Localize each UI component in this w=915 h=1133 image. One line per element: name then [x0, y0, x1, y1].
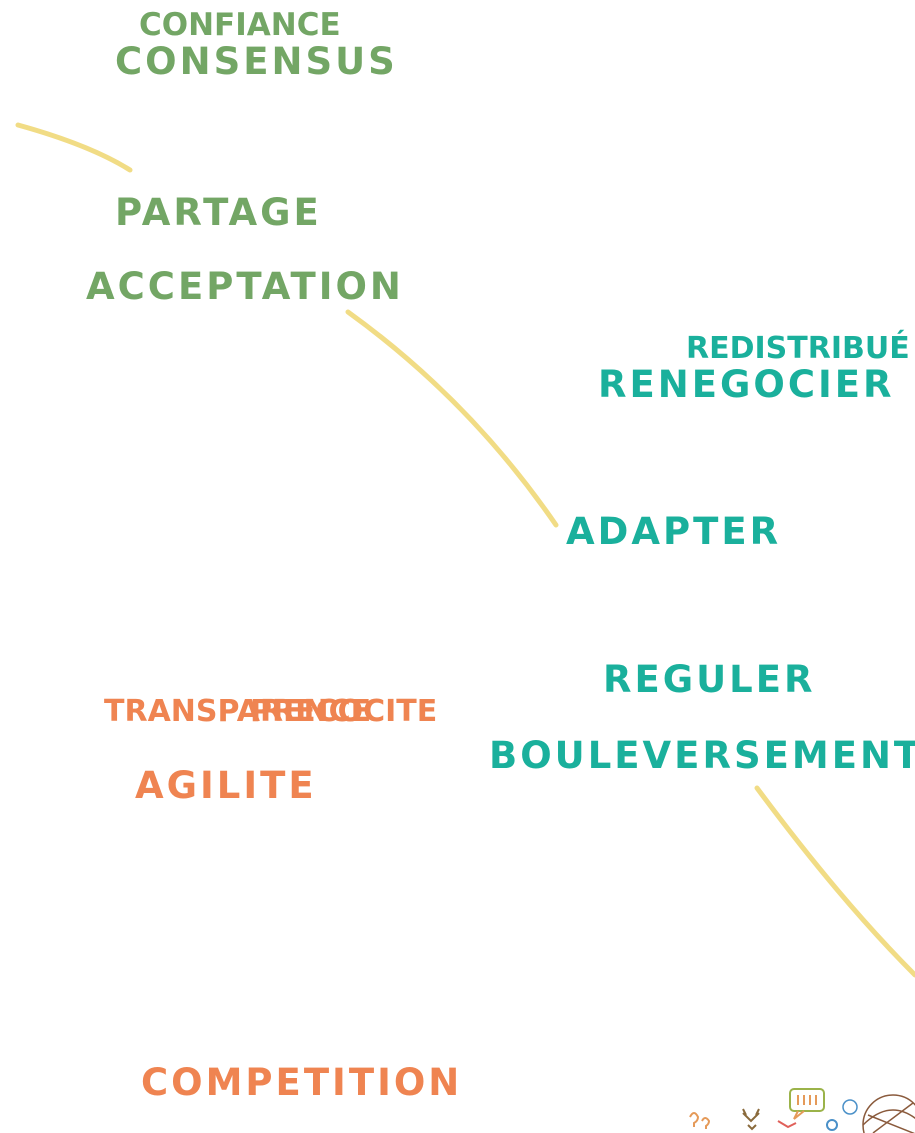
word-vertical-transparence: TRANSPARENCE — [104, 694, 372, 729]
word-bouleversement: BOULEVERSEMENT — [489, 734, 915, 777]
word-consensus: CONSENSUS — [115, 40, 398, 83]
word-vertical-precocite: PRECOCITE — [250, 694, 438, 729]
handshake-icon — [742, 1108, 760, 1131]
word-vertical-redistribue: REDISTRIBUÉ — [686, 331, 910, 366]
connector-line — [754, 785, 915, 978]
speech-bubble-icon — [777, 1088, 838, 1131]
word-renegocier: RENEGOCIER — [598, 363, 895, 406]
word-competition: COMPETITION — [141, 1061, 463, 1104]
connector-line — [15, 122, 133, 173]
word-vertical-confiance: CONFIANCE — [139, 7, 341, 43]
question-marks-icon — [689, 1112, 711, 1129]
word-adapter: ADAPTER — [566, 510, 782, 553]
word-acceptation: ACCEPTATION — [86, 265, 404, 308]
decorative-icons — [689, 1088, 915, 1133]
connector-line — [345, 309, 559, 528]
word-partage: PARTAGE — [115, 191, 322, 234]
network-globe-icon — [842, 1094, 915, 1133]
word-agilite: AGILITE — [135, 764, 317, 807]
word-reguler: REGULER — [603, 658, 816, 701]
